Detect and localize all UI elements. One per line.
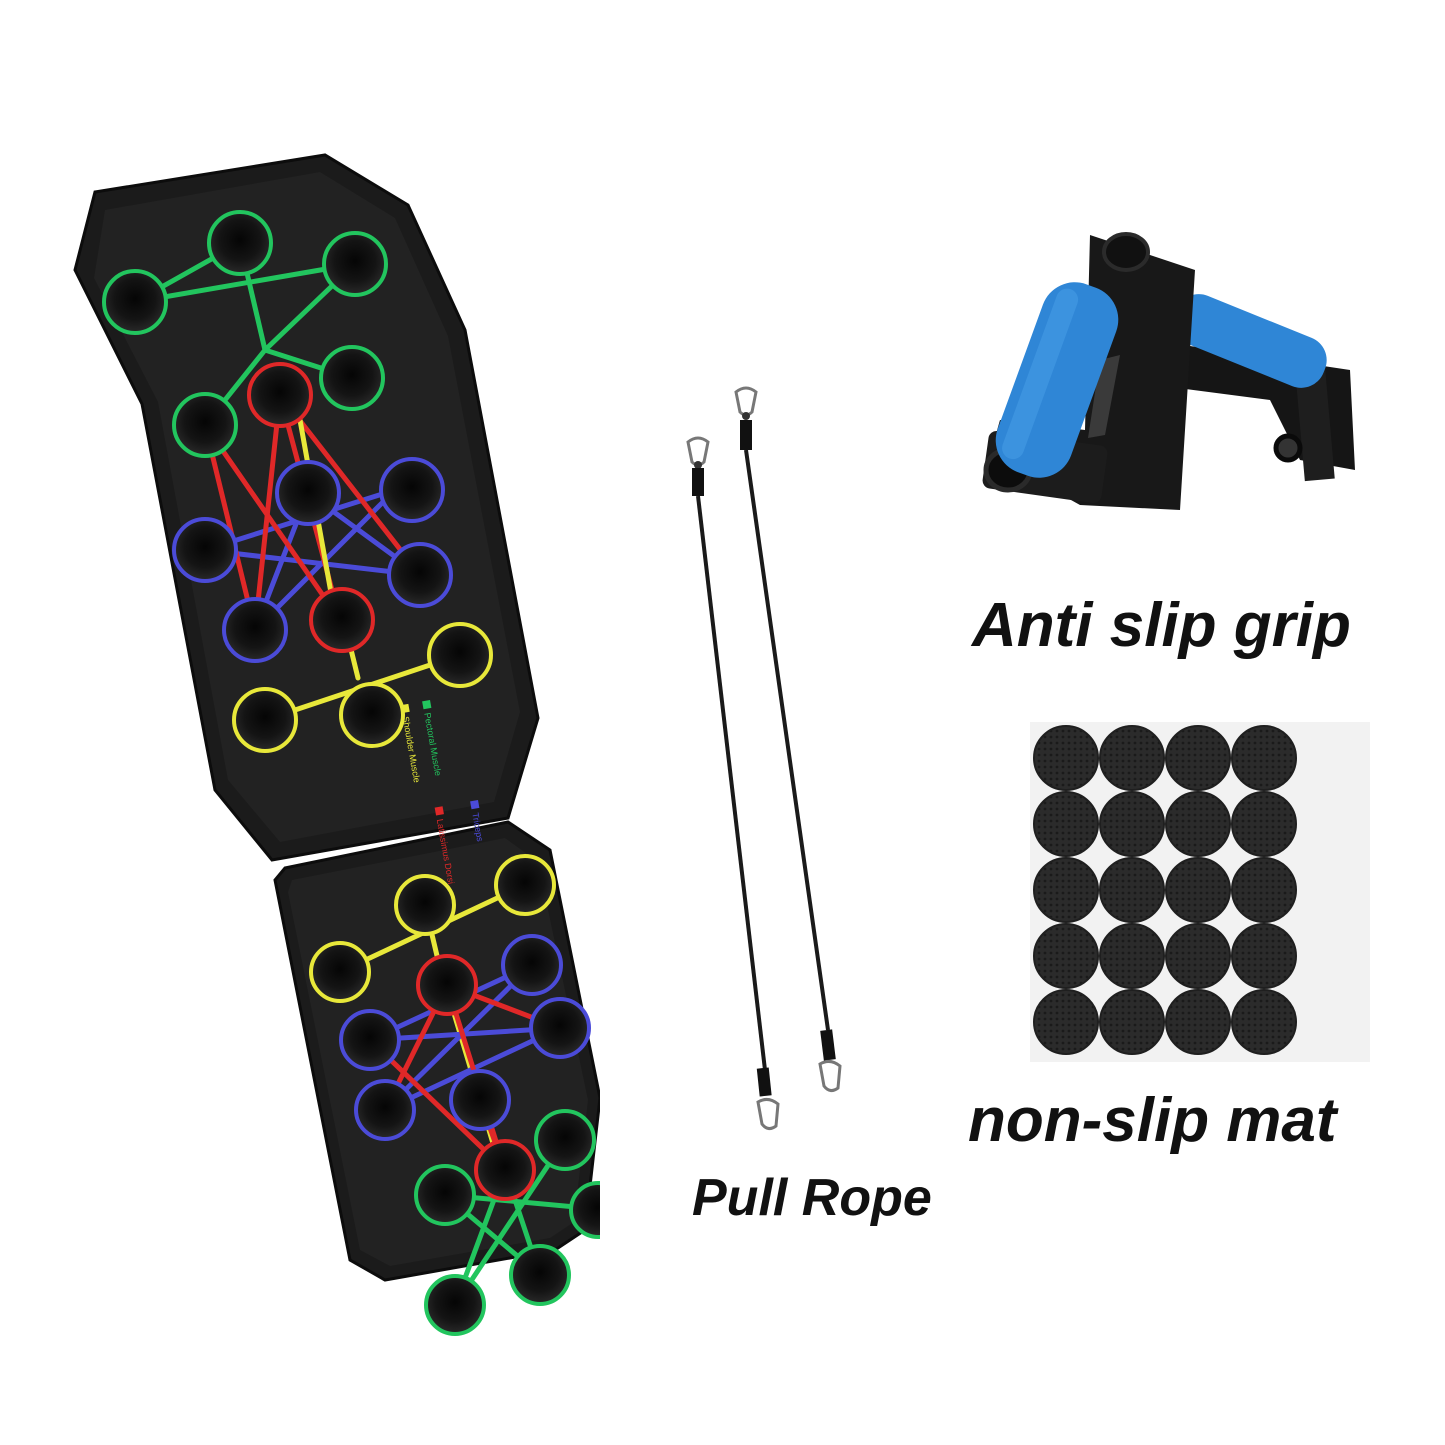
- grip-hole: [207, 210, 273, 276]
- mat-pad: [1231, 857, 1297, 923]
- blue-line: [202, 547, 423, 578]
- mat-pad: [1033, 989, 1099, 1055]
- grip-hole: [494, 854, 556, 916]
- green-line: [132, 261, 358, 305]
- grip-hole: [172, 392, 238, 458]
- grip-hole: [534, 1109, 596, 1171]
- grip-hole: [354, 1079, 416, 1141]
- grip-hole: [501, 934, 563, 996]
- red-line: [202, 422, 343, 623]
- green-line: [452, 1137, 568, 1308]
- mat-pad: [1231, 791, 1297, 857]
- mat-pad: [1099, 725, 1165, 791]
- non-slip-mat-image: [1030, 722, 1370, 1062]
- grip-hole: [569, 1181, 600, 1239]
- mat-pad: [1099, 857, 1165, 923]
- grip-hole: [394, 874, 456, 936]
- rope-cord: [744, 449, 830, 1031]
- grip-hole: [309, 941, 371, 1003]
- grip-hole: [474, 1139, 536, 1201]
- grip-hole: [172, 517, 238, 583]
- blue-line: [382, 962, 535, 1113]
- grip-hole: [232, 687, 298, 753]
- non-slip-mat-caption: non-slip mat: [968, 1086, 1337, 1155]
- grip-hole: [309, 587, 375, 653]
- grip-hole: [379, 457, 445, 523]
- mat-pad: [1165, 989, 1231, 1055]
- grip-hole: [387, 542, 453, 608]
- mat-pad: [1165, 857, 1231, 923]
- mat-pad: [1099, 791, 1165, 857]
- mat-pad: [1033, 725, 1099, 791]
- pull-rope-image: [686, 386, 842, 1131]
- grip-hole: [414, 1164, 476, 1226]
- pull-rope-caption: Pull Rope: [692, 1169, 932, 1227]
- grip-hole: [416, 954, 478, 1016]
- mat-pad: [1165, 923, 1231, 989]
- grip-hole: [319, 345, 385, 411]
- grip-hole: [427, 622, 493, 688]
- mat-pad: [1165, 725, 1231, 791]
- grip-hole: [275, 460, 341, 526]
- grip-hole: [339, 682, 405, 748]
- grip-hole: [449, 1069, 511, 1131]
- mat-pad: [1033, 791, 1099, 857]
- pushup-board-image: Pectoral Muscle Shoulder Muscle Triceps …: [73, 153, 600, 1336]
- mat-pad: [1231, 725, 1297, 791]
- grip-hole: [322, 231, 388, 297]
- mat-pad: [1099, 989, 1165, 1055]
- mat-pad: [1099, 923, 1165, 989]
- grip-hole: [222, 597, 288, 663]
- grip-handle-image: [982, 232, 1355, 510]
- grip-hole: [339, 1009, 401, 1071]
- grip-hole: [529, 997, 591, 1059]
- grip-hole: [102, 269, 168, 335]
- mat-pad: [1033, 923, 1099, 989]
- anti-slip-grip-caption: Anti slip grip: [972, 591, 1351, 660]
- grip-hole: [247, 362, 313, 428]
- grip-hole: [509, 1244, 571, 1306]
- mat-pad: [1165, 791, 1231, 857]
- mat-pad: [1033, 857, 1099, 923]
- mat-pad: [1231, 923, 1297, 989]
- red-line: [202, 422, 258, 633]
- grip-hole: [424, 1274, 486, 1336]
- rope-cord: [696, 495, 767, 1071]
- mat-pad: [1231, 989, 1297, 1055]
- red-line: [367, 1037, 508, 1173]
